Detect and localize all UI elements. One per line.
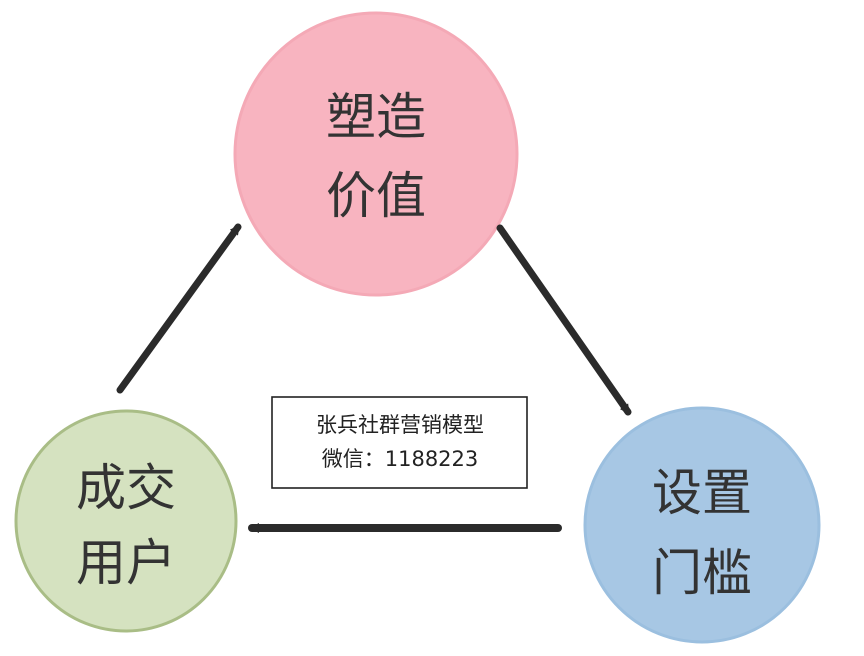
node-circle-top bbox=[233, 11, 519, 297]
node-top-line1: 塑造 bbox=[326, 88, 426, 146]
node-shape-value: 塑造 价值 bbox=[233, 11, 519, 297]
arrow-value-to-threshold bbox=[496, 224, 632, 416]
arrow-user-to-value bbox=[116, 223, 242, 394]
node-circle-right bbox=[583, 406, 821, 644]
node-left-line2: 用户 bbox=[76, 534, 176, 592]
node-top-line2: 价值 bbox=[326, 167, 426, 225]
node-circle-left bbox=[14, 409, 238, 633]
note-box-border bbox=[271, 396, 528, 489]
node-set-threshold: 设置 门槛 bbox=[583, 406, 821, 644]
node-right-line2: 门槛 bbox=[652, 544, 752, 602]
note-line2: 微信：1188223 bbox=[322, 447, 479, 471]
node-convert-user: 成交 用户 bbox=[14, 409, 238, 633]
node-right-line1: 设置 bbox=[652, 464, 752, 522]
node-left-line1: 成交 bbox=[76, 459, 176, 517]
note-line1: 张兵社群营销模型 bbox=[316, 413, 484, 437]
note-box: 张兵社群营销模型 微信：1188223 bbox=[271, 396, 528, 489]
